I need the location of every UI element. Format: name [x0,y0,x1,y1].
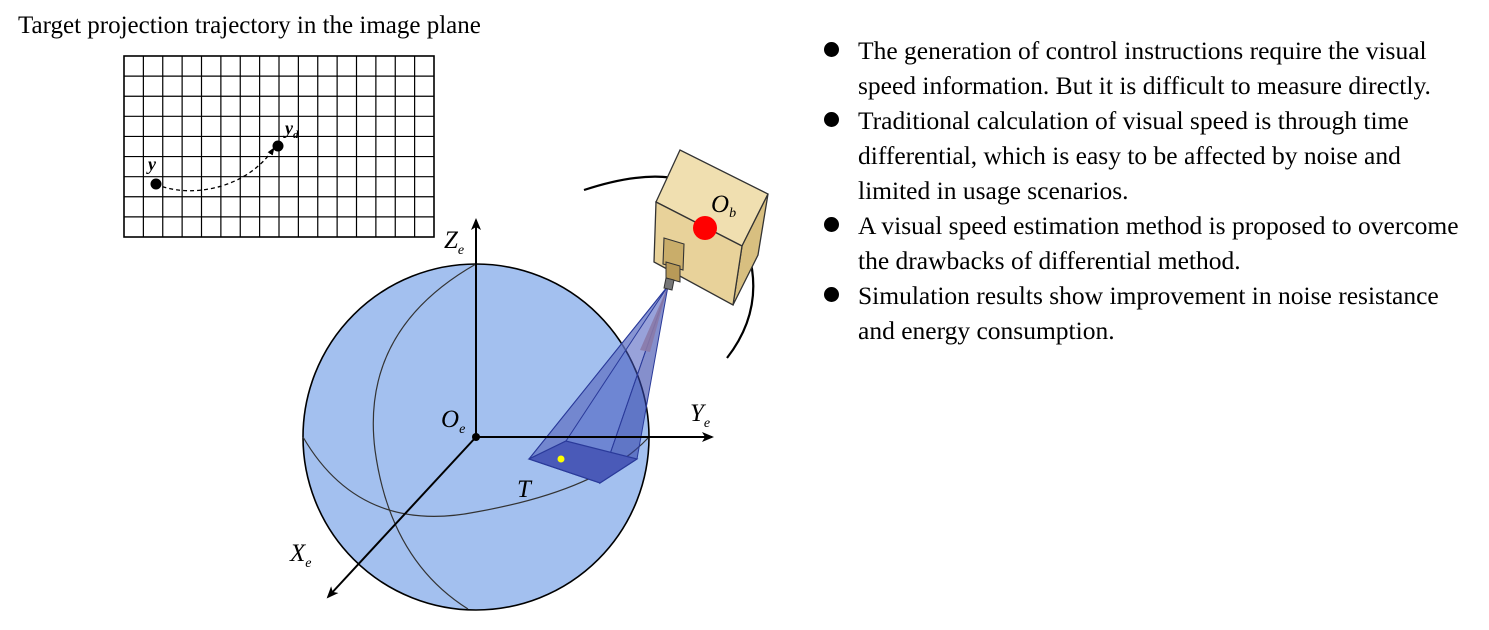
origin-label: Oe [441,406,465,437]
bullet-text: Traditional calculation of visual speed … [858,106,1409,205]
bullet-item: The generation of control instructions r… [818,33,1478,103]
y-axis-label: Ye [690,400,710,431]
bullet-list: The generation of control instructions r… [818,33,1478,348]
bullet-text: The generation of control instructions r… [858,36,1431,100]
desired-point [272,140,284,152]
x-axis-label: Xe [289,540,312,571]
desired-point-label: yd [283,118,299,141]
x-axis [326,436,477,599]
bullet-text: A visual speed estimation method is prop… [858,211,1459,275]
bullet-dot-icon [824,217,839,232]
target-point [557,455,565,463]
bullet-dot-icon [824,287,839,302]
camera-body [653,149,769,307]
diagram-title: Target projection trajectory in the imag… [18,12,481,39]
bullet-text: Simulation results show improvement in n… [858,281,1439,345]
bullet-item: Traditional calculation of visual speed … [818,103,1478,208]
origin-point [472,433,480,441]
start-point [150,178,162,190]
fov-beam [527,285,669,485]
bullet-item: Simulation results show improvement in n… [818,278,1478,348]
start-point-label: y [146,154,157,174]
meridian-line [372,263,477,610]
trajectory-path [155,147,275,192]
target-label: T [517,476,533,503]
diagram-figure: y yd Ob Ze Ye Xe Oe T [123,55,769,611]
bullet-dot-icon [824,42,839,57]
bullet-item: A visual speed estimation method is prop… [818,208,1478,278]
bullet-dot-icon [824,112,839,127]
camera-center-point [693,216,717,240]
camera-frame-label: Ob [711,191,736,221]
z-axis-label: Ze [444,227,464,258]
